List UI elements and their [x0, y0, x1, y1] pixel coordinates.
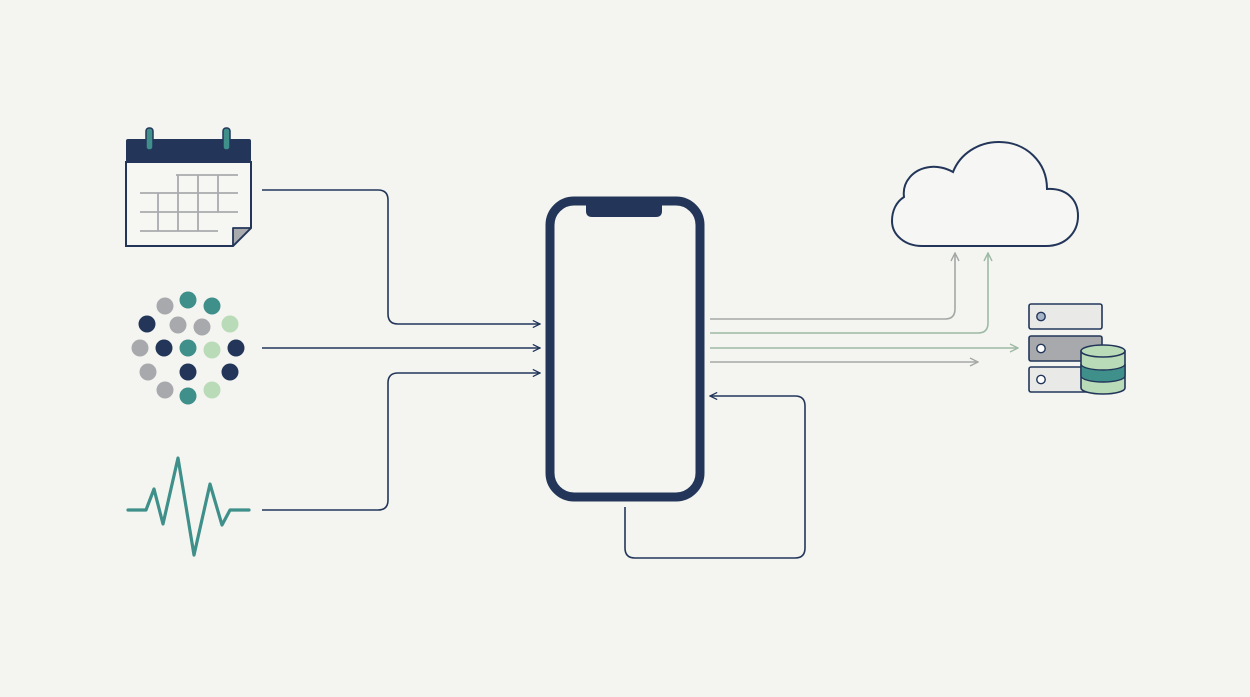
calendar-ring-left	[145, 127, 154, 151]
phone-notch	[586, 197, 662, 217]
calendar-grid	[140, 174, 238, 232]
phone-to-cloud-connector-1	[710, 253, 955, 320]
feedback-loop-connector	[624, 396, 806, 559]
smartphone-icon	[545, 196, 705, 502]
calendar-icon	[125, 127, 252, 247]
server-database-icon	[1028, 303, 1126, 395]
waveform-to-phone-connector	[262, 373, 540, 511]
calendar-ring-right	[222, 127, 231, 151]
calendar-to-phone-connector	[262, 189, 540, 324]
calendar-header-bar	[126, 139, 251, 162]
waveform-icon	[126, 456, 251, 557]
phone-to-cloud-connector-2	[710, 253, 988, 334]
output-connectors	[710, 253, 1018, 362]
database-cylinder	[1080, 344, 1126, 395]
dot-cluster-icon	[131, 291, 245, 405]
cloud-icon	[890, 140, 1080, 247]
input-connectors	[262, 189, 540, 511]
calendar-page-curl	[232, 227, 252, 247]
